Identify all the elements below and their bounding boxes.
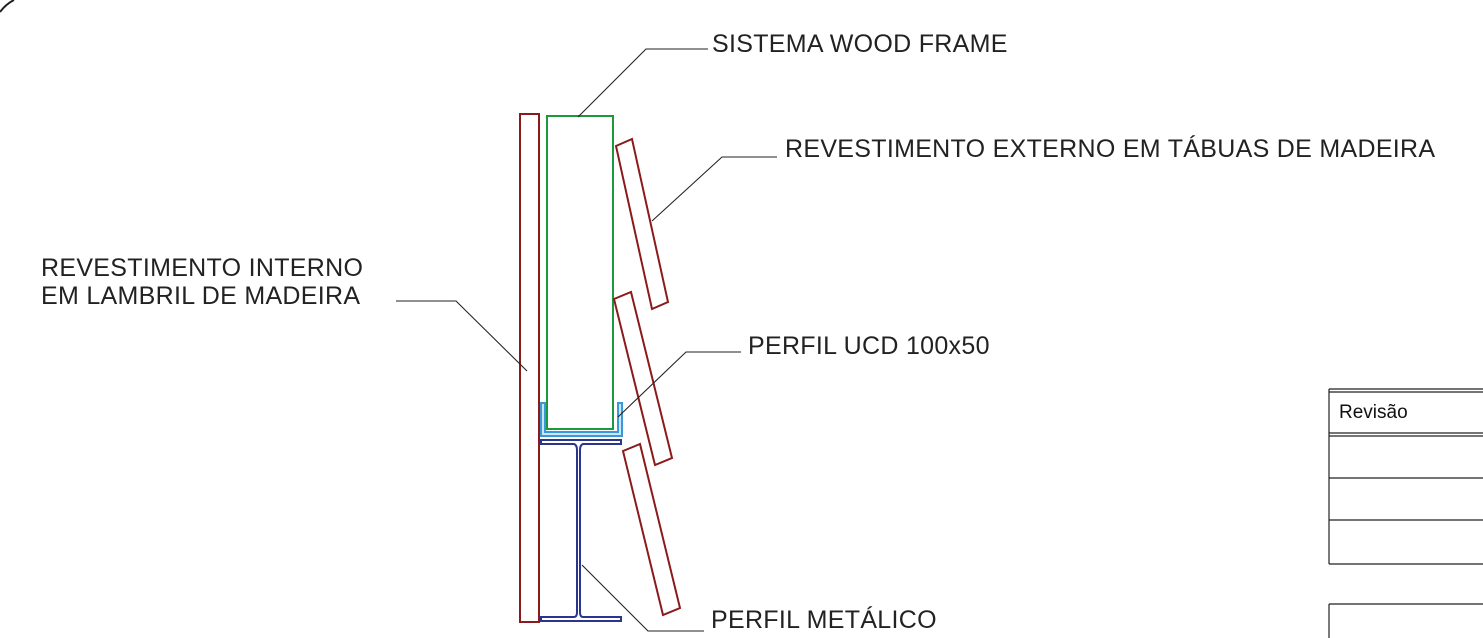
label-wood-frame: SISTEMA WOOD FRAME xyxy=(712,30,1008,58)
external-board-2 xyxy=(612,290,674,467)
label-external-cladding: REVESTIMENTO EXTERNO EM TÁBUAS DE MADEIR… xyxy=(785,134,1435,163)
label-internal-cladding-line1: REVESTIMENTO INTERNO xyxy=(41,254,363,282)
corner-mark xyxy=(0,0,15,13)
leader-ucd-profile xyxy=(617,351,741,418)
external-wood-boards xyxy=(612,137,682,617)
leader-external-cladding xyxy=(651,156,777,222)
ucd-channel-profile xyxy=(540,402,623,437)
external-board-1 xyxy=(614,137,670,311)
leader-wood-frame xyxy=(577,48,708,118)
leader-internal-cladding xyxy=(396,300,528,372)
label-internal-cladding-line2: EM LAMBRIL DE MADEIRA xyxy=(41,282,360,310)
label-metal-profile: PERFIL METÁLICO xyxy=(711,605,937,634)
wood-frame-stud xyxy=(546,115,614,430)
external-board-3 xyxy=(621,442,682,617)
internal-wood-paneling xyxy=(519,113,540,623)
leader-metal-profile xyxy=(581,564,704,632)
revision-table xyxy=(1328,388,1483,565)
steel-i-beam xyxy=(540,439,622,622)
title-block-box xyxy=(1328,603,1483,638)
revision-header: Revisão xyxy=(1339,402,1408,423)
label-ucd-profile: PERFIL UCD 100x50 xyxy=(748,332,990,360)
